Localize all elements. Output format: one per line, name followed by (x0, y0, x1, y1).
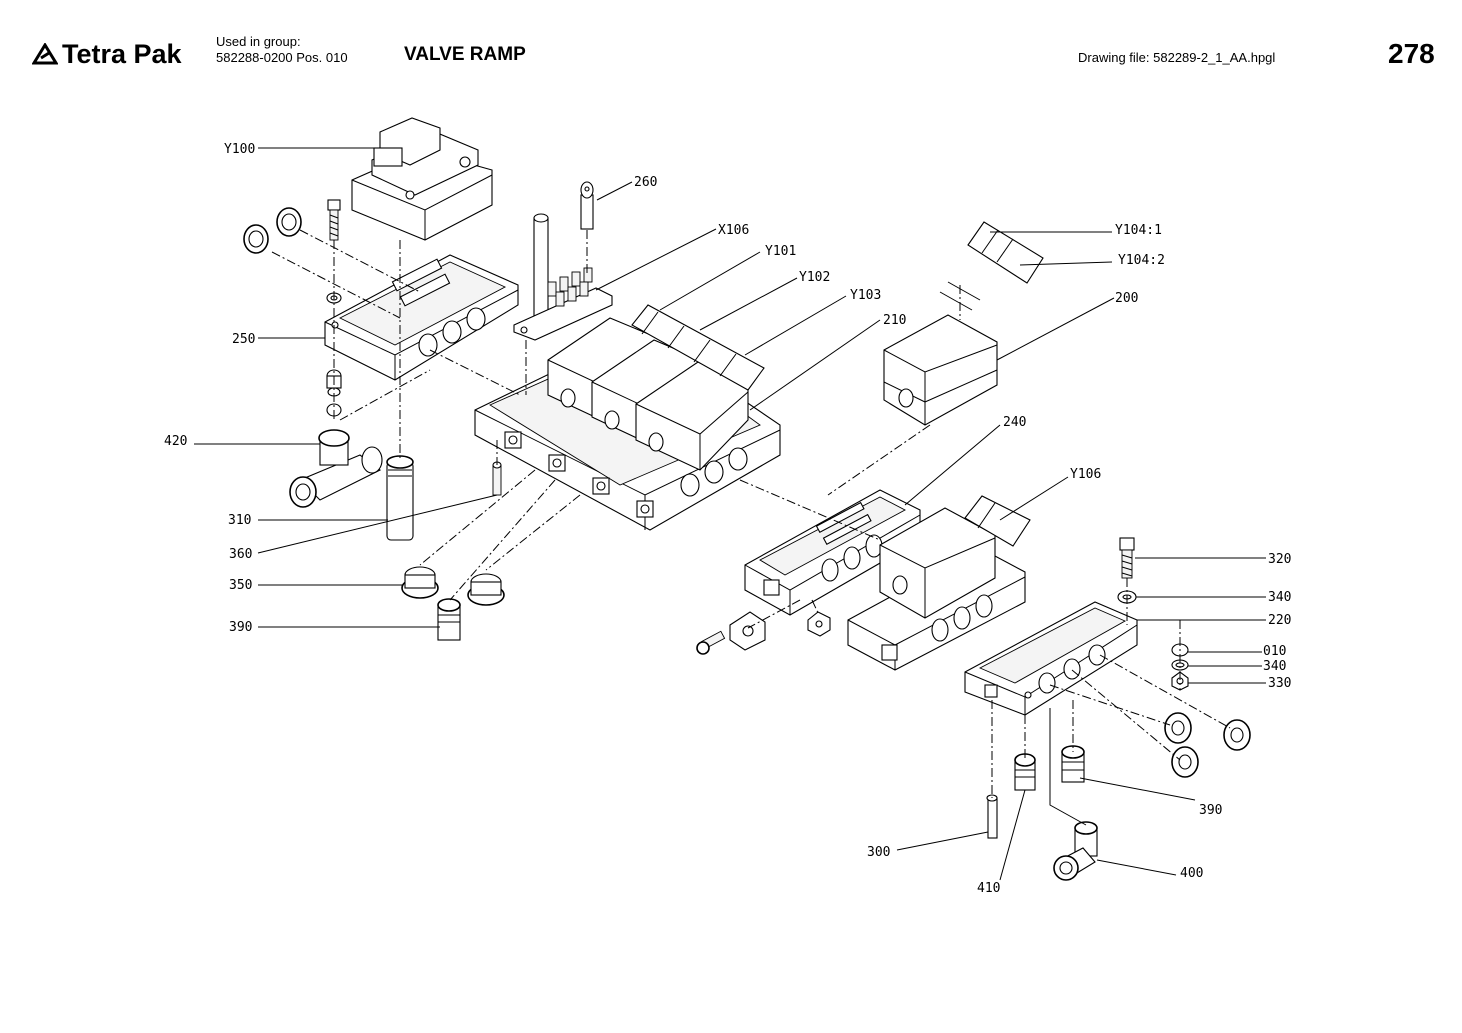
label-340-lower: 340 (1263, 659, 1286, 674)
brand-name: Tetra Pak (62, 39, 182, 69)
valve-bodies-210 (547, 317, 749, 471)
label-y104-2: Y104:2 (1118, 253, 1165, 268)
label-320: 320 (1268, 552, 1291, 567)
label-250: 250 (232, 332, 255, 347)
sub-base-250 (324, 254, 519, 381)
connector-x106 (513, 213, 613, 341)
label-210: 210 (883, 313, 906, 328)
pin-300 (986, 794, 998, 839)
label-360: 360 (229, 547, 252, 562)
sub-base-220 (964, 601, 1138, 716)
manifold-240 (744, 489, 921, 616)
used-in-group: Used in group: 582288-0200 Pos. 010 (216, 34, 348, 66)
clamp-and-screw (696, 611, 831, 655)
label-240: 240 (1003, 415, 1026, 430)
solenoid-y100 (351, 117, 493, 241)
page-number: 278 (1388, 38, 1435, 69)
tetra-pak-triangle-icon (32, 43, 58, 65)
label-410: 410 (977, 881, 1000, 896)
pin-260 (580, 181, 594, 230)
label-x106: X106 (718, 223, 749, 238)
label-300: 300 (867, 845, 890, 860)
fittings-390-410 (1014, 745, 1085, 791)
label-y104-1: Y104:1 (1115, 223, 1162, 238)
tetra-pak-logo: Tetra Pak (32, 38, 182, 70)
screw-upper-left (327, 199, 341, 241)
part-labels: Y100 260 X106 Y101 Y102 Y103 210 Y104:1 … (164, 142, 1291, 896)
label-plates-y101-y103 (631, 304, 765, 391)
manifold-with-valve-y106 (847, 495, 1031, 671)
label-310: 310 (228, 513, 251, 528)
label-390-left: 390 (229, 620, 252, 635)
plugs-350-fitting-390 (401, 461, 505, 641)
label-220: 220 (1268, 613, 1291, 628)
label-330: 330 (1268, 676, 1291, 691)
label-plates-y104 (939, 221, 1044, 311)
plug-pair-lower (1164, 712, 1251, 778)
valve-body-200 (883, 314, 998, 426)
label-y103: Y103 (850, 288, 881, 303)
silencer-tube-310 (386, 455, 414, 541)
label-400: 400 (1180, 866, 1203, 881)
label-350: 350 (229, 578, 252, 593)
label-y106: Y106 (1070, 467, 1101, 482)
page-title: VALVE RAMP (404, 44, 526, 65)
label-200: 200 (1115, 291, 1138, 306)
drawing-file: Drawing file: 582289-2_1_AA.hpgl (1078, 50, 1276, 65)
label-y100: Y100 (224, 142, 255, 157)
label-340-upper: 340 (1268, 590, 1291, 605)
label-y101: Y101 (765, 244, 796, 259)
elbow-fitting-400 (1053, 821, 1098, 881)
label-y102: Y102 (799, 270, 830, 285)
leader-lines (194, 147, 1266, 881)
assembly-lines (271, 229, 1231, 826)
bolt-320 (1117, 537, 1137, 604)
label-260: 260 (634, 175, 657, 190)
label-420: 420 (164, 434, 187, 449)
label-390-right: 390 (1199, 803, 1222, 818)
label-010: 010 (1263, 644, 1286, 659)
plug-pair-upper (243, 207, 302, 254)
used-in-group-label: Used in group: (216, 34, 301, 49)
tee-fitting-420 (289, 429, 383, 508)
used-in-group-value: 582288-0200 Pos. 010 (216, 50, 348, 65)
